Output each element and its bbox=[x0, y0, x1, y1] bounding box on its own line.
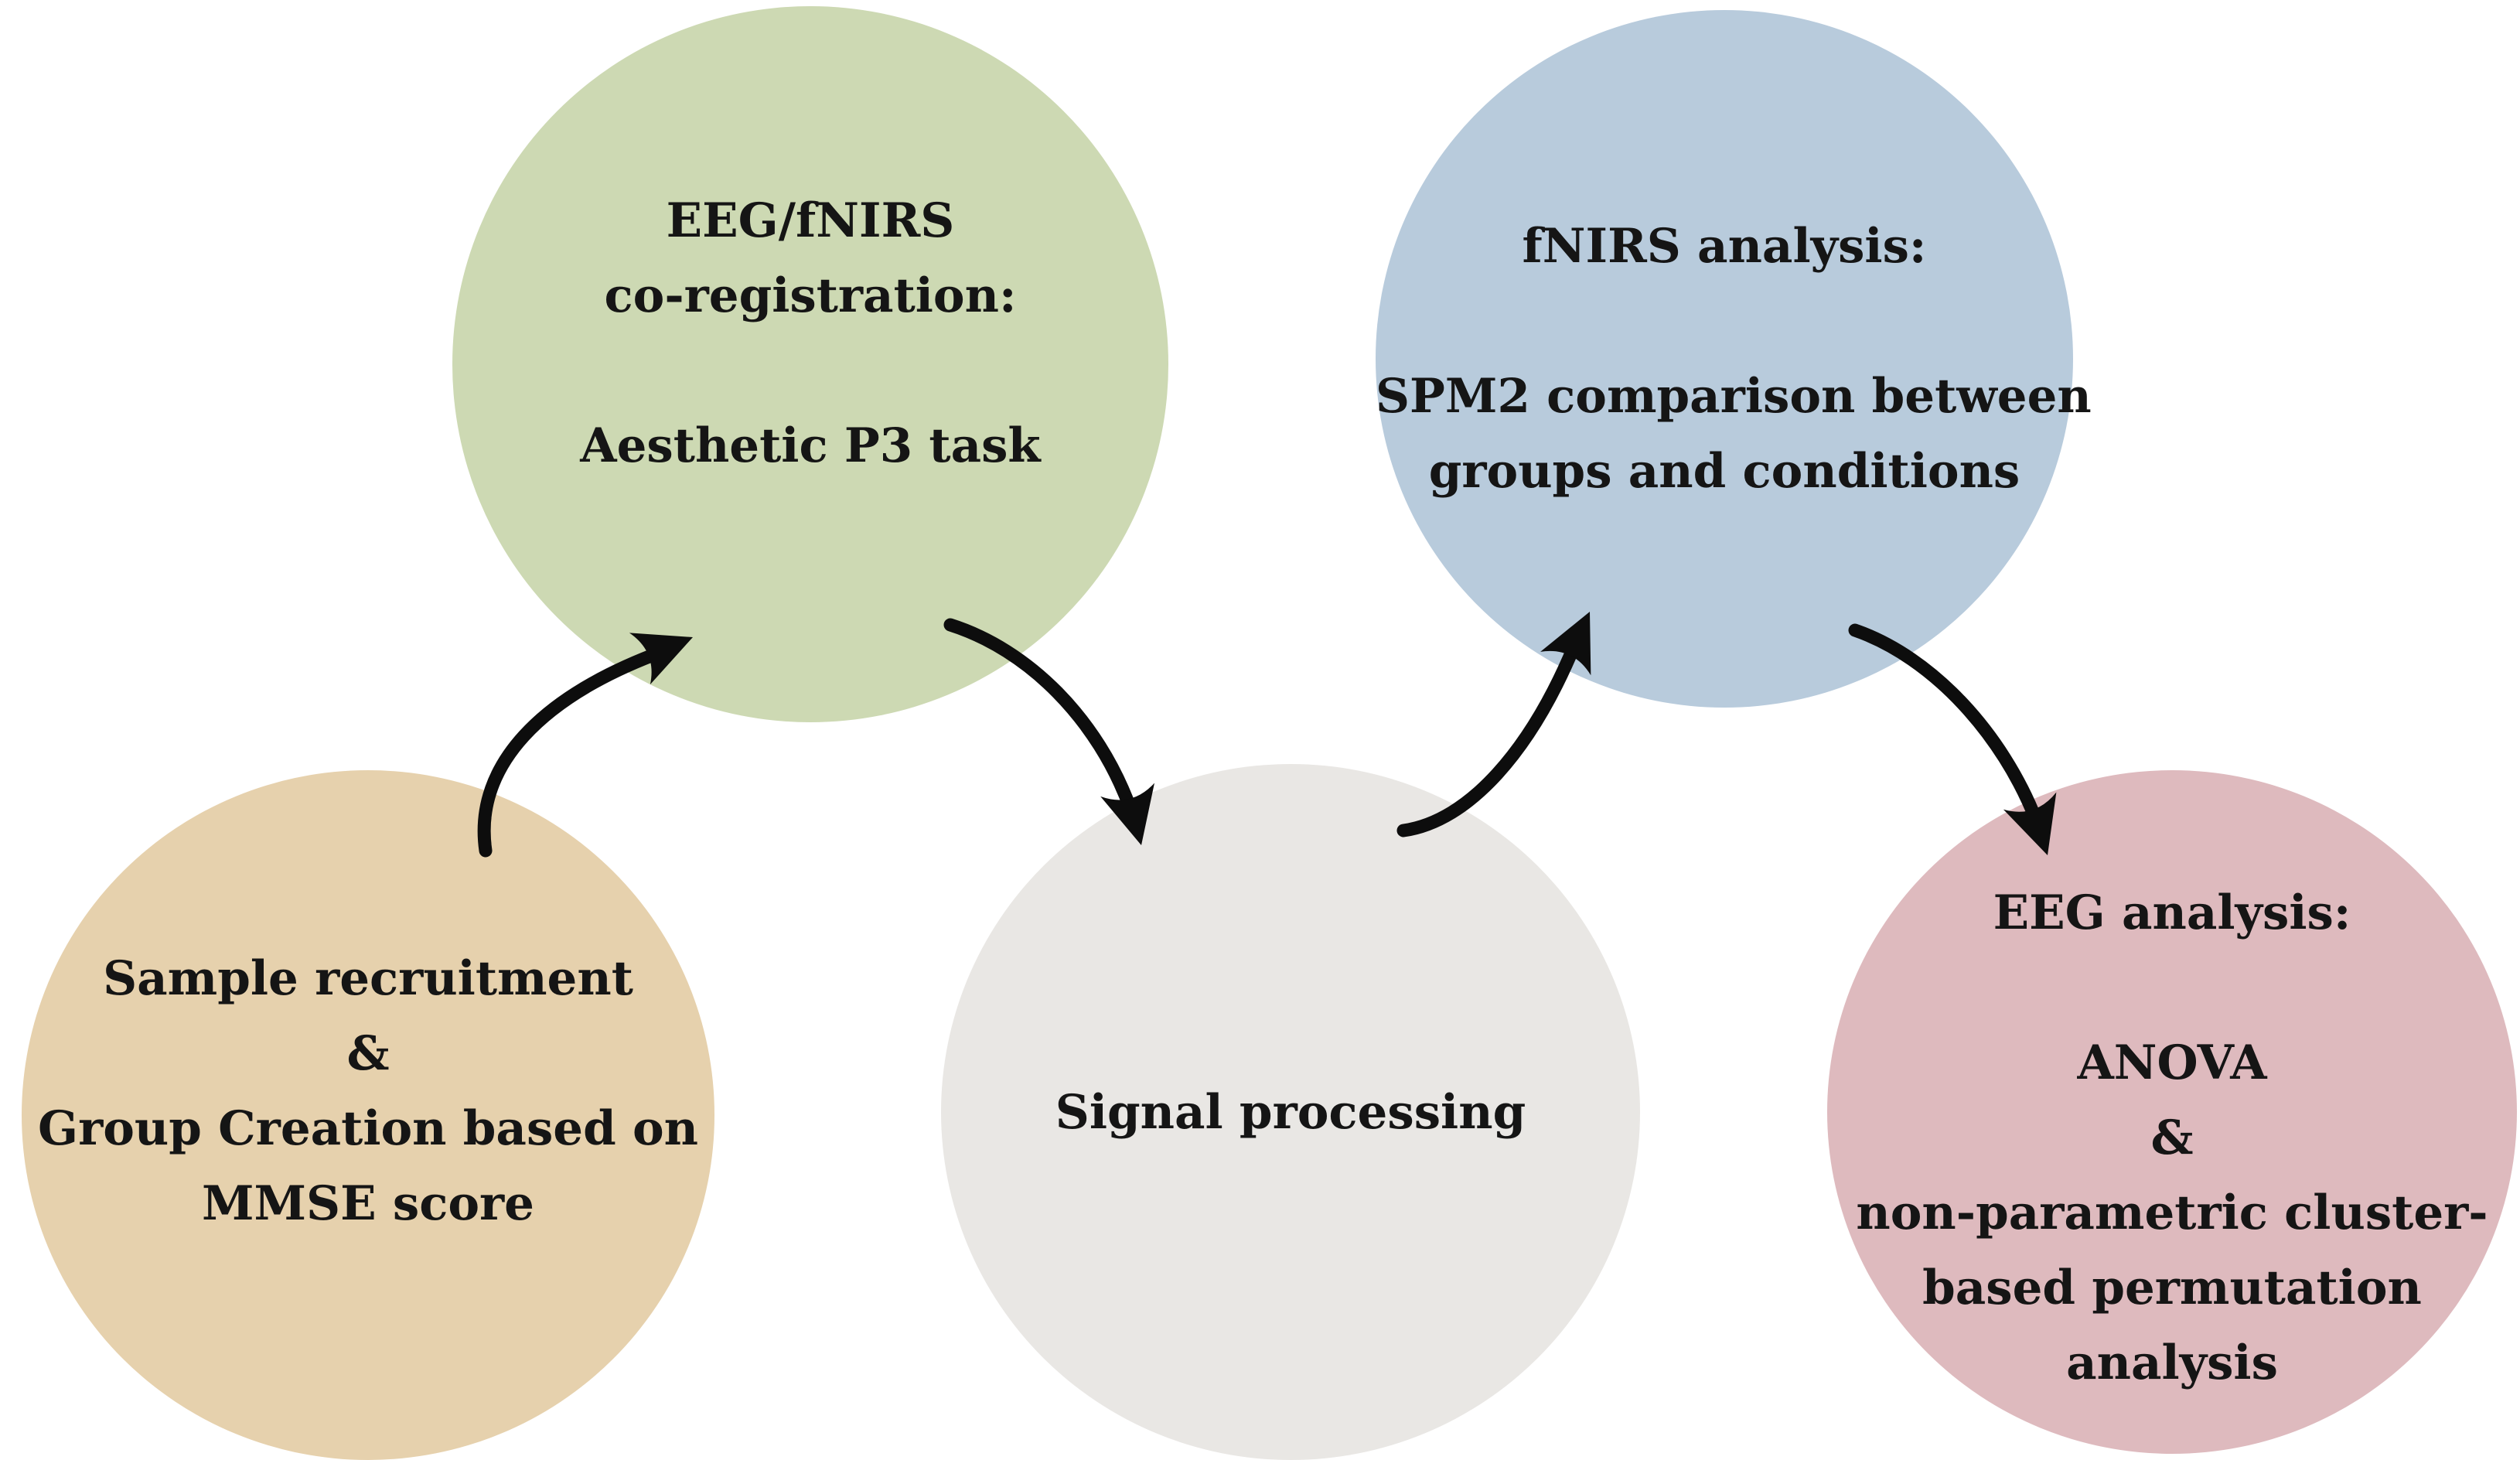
node-signal-processing: Signal processing bbox=[941, 764, 1640, 1460]
node-text-line: EEG analysis: bbox=[1993, 885, 2351, 940]
node-text-line: based permutation bbox=[1922, 1260, 2422, 1315]
node-sample-recruitment-text: Sample recruitment & Group Creation base… bbox=[22, 941, 714, 1241]
node-text-line: co-registration: bbox=[604, 268, 1017, 323]
node-text-line bbox=[1376, 284, 2073, 359]
node-text-line: MMSE score bbox=[202, 1176, 534, 1231]
node-text-line: Sample recruitment bbox=[103, 951, 633, 1006]
node-eeg-fnirs-coregistration-text: EEG/fNIRS co-registration: Aesthetic P3 … bbox=[452, 183, 1168, 483]
node-text-line: groups and conditions bbox=[1428, 444, 2020, 499]
node-text-line: EEG/fNIRS bbox=[666, 193, 955, 248]
node-text-line: & bbox=[346, 1026, 390, 1081]
node-text-line: SPM2 comparison between bbox=[1376, 369, 2092, 424]
node-text-line bbox=[452, 333, 1168, 408]
node-text-line: fNIRS analysis: bbox=[1522, 219, 1927, 274]
node-text-line: Signal processing bbox=[1055, 1084, 1526, 1140]
node-eeg-analysis-text: EEG analysis: ANOVA & non-parametric clu… bbox=[1827, 875, 2517, 1400]
node-signal-processing-text: Signal processing bbox=[941, 1075, 1640, 1150]
node-eeg-analysis: EEG analysis: ANOVA & non-parametric clu… bbox=[1827, 770, 2517, 1454]
node-text-line: Aesthetic P3 task bbox=[580, 418, 1041, 473]
node-text-line: & bbox=[2150, 1110, 2194, 1165]
node-text-line: non-parametric cluster- bbox=[1856, 1185, 2488, 1240]
node-fnirs-analysis: fNIRS analysis: SPM2 comparison between … bbox=[1376, 10, 2092, 708]
node-sample-recruitment: Sample recruitment & Group Creation base… bbox=[22, 770, 714, 1460]
node-text-line bbox=[1827, 950, 2517, 1025]
node-text-line: ANOVA bbox=[2077, 1035, 2267, 1090]
node-fnirs-analysis-text: fNIRS analysis: SPM2 comparison between … bbox=[1376, 209, 2092, 509]
node-text-line: Group Creation based on bbox=[37, 1101, 699, 1156]
node-eeg-fnirs-coregistration: EEG/fNIRS co-registration: Aesthetic P3 … bbox=[452, 6, 1168, 722]
node-text-line: analysis bbox=[2066, 1335, 2278, 1390]
